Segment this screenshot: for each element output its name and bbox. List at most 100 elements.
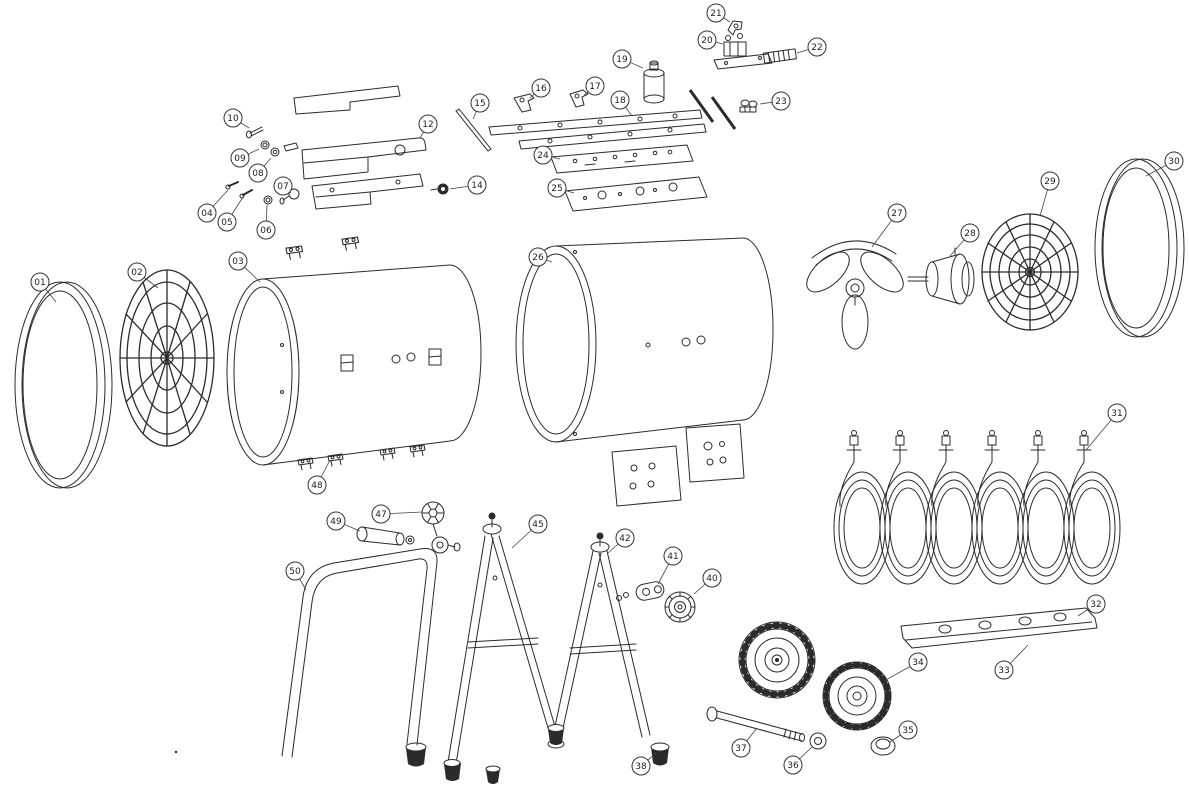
callout-32: 32	[1077, 594, 1106, 617]
svg-text:27: 27	[891, 209, 902, 219]
callout-36: 36	[783, 746, 813, 775]
svg-text:49: 49	[330, 517, 342, 527]
svg-text:03: 03	[232, 257, 243, 267]
callout-20: 20	[697, 30, 724, 50]
svg-text:24: 24	[537, 151, 549, 161]
part-leg-frame-left	[447, 512, 557, 765]
part-capacitor	[643, 60, 665, 104]
svg-text:20: 20	[701, 36, 713, 46]
part-washer	[809, 732, 827, 750]
svg-text:14: 14	[471, 181, 483, 191]
part-drum-body-rear	[515, 237, 774, 443]
part-burner-plate	[564, 176, 708, 212]
callout-41: 41	[657, 546, 683, 585]
svg-text:25: 25	[551, 184, 562, 194]
svg-text:17: 17	[589, 82, 600, 92]
part-coil-assembly	[833, 430, 1121, 585]
callout-29: 29	[1039, 171, 1060, 217]
part-support-brackets	[293, 85, 427, 210]
part-thermostat	[713, 33, 773, 70]
svg-text:37: 37	[735, 744, 746, 754]
part-top-rails	[488, 109, 707, 150]
callout-49: 49	[326, 511, 361, 532]
callout-12: 12	[418, 114, 438, 139]
part-leg-frame-right	[547, 532, 651, 749]
part-connector	[739, 99, 758, 113]
callout-10: 10	[223, 108, 250, 129]
part-dark-nut	[430, 183, 449, 195]
stray-dot	[174, 750, 178, 754]
svg-text:34: 34	[912, 658, 924, 668]
svg-text:09: 09	[234, 154, 246, 164]
callout-35: 35	[889, 720, 918, 743]
callout-45: 45	[511, 514, 548, 549]
part-wheel-small	[822, 661, 892, 731]
part-rubber-foot	[650, 742, 670, 766]
part-fastener-cluster	[225, 126, 300, 205]
callout-38: 38	[631, 752, 657, 776]
part-small-bracket-17	[569, 89, 589, 108]
svg-text:18: 18	[614, 96, 626, 106]
svg-text:36: 36	[787, 761, 799, 771]
callout-19: 19	[612, 49, 644, 69]
svg-text:28: 28	[964, 229, 976, 239]
svg-text:10: 10	[227, 114, 239, 124]
svg-text:15: 15	[474, 99, 485, 109]
callout-50: 50	[285, 561, 307, 591]
part-rear-ring	[1094, 158, 1185, 338]
callout-24: 24	[533, 145, 561, 165]
svg-text:23: 23	[775, 97, 786, 107]
svg-text:04: 04	[201, 209, 213, 219]
callout-21: 21	[706, 3, 731, 23]
part-mounting-clips	[297, 444, 426, 471]
callout-31: 31	[1085, 403, 1127, 451]
callout-17: 17	[583, 76, 605, 96]
part-drum-body-front	[226, 236, 482, 466]
part-hose-nipple	[356, 526, 415, 546]
svg-text:35: 35	[902, 726, 913, 736]
part-gasket-plate	[550, 144, 694, 174]
callout-48: 48	[307, 459, 331, 495]
callout-16: 16	[529, 78, 551, 99]
svg-text:12: 12	[422, 120, 433, 130]
svg-text:30: 30	[1168, 157, 1180, 167]
callout-04: 04	[197, 189, 229, 223]
svg-text:48: 48	[311, 481, 323, 491]
part-fan-guard-front	[119, 269, 215, 447]
callout-01: 01	[30, 272, 57, 303]
svg-text:41: 41	[667, 552, 678, 562]
callout-03: 03	[228, 251, 261, 283]
part-rod	[455, 108, 492, 152]
callout-02: 02	[127, 262, 159, 289]
svg-text:08: 08	[252, 169, 264, 179]
svg-text:05: 05	[221, 218, 232, 228]
svg-text:16: 16	[535, 84, 547, 94]
callout-40: 40	[693, 568, 722, 595]
part-access-plates	[611, 423, 745, 507]
callout-06: 06	[256, 204, 276, 240]
callout-33: 33	[994, 644, 1029, 680]
svg-text:40: 40	[706, 574, 718, 584]
part-fan-blade	[806, 240, 904, 350]
callout-05: 05	[217, 196, 244, 232]
svg-text:21: 21	[710, 9, 721, 19]
callout-25: 25	[547, 178, 575, 198]
part-bracket-plate	[616, 581, 665, 601]
part-star-knob	[664, 591, 696, 623]
svg-text:06: 06	[260, 226, 272, 236]
part-valve-assembly	[421, 501, 461, 554]
svg-text:26: 26	[532, 253, 544, 263]
svg-text:19: 19	[616, 55, 628, 65]
callout-37: 37	[731, 727, 758, 758]
callout-22: 22	[796, 37, 827, 57]
callout-08: 08	[248, 157, 272, 183]
callout-26: 26	[528, 247, 553, 267]
part-small-bracket-21	[727, 20, 743, 36]
svg-text:32: 32	[1090, 600, 1101, 610]
callout-47: 47	[371, 504, 423, 524]
part-terminal-strip	[762, 48, 797, 64]
part-handle-frame	[281, 548, 438, 758]
callout-23: 23	[759, 91, 791, 111]
